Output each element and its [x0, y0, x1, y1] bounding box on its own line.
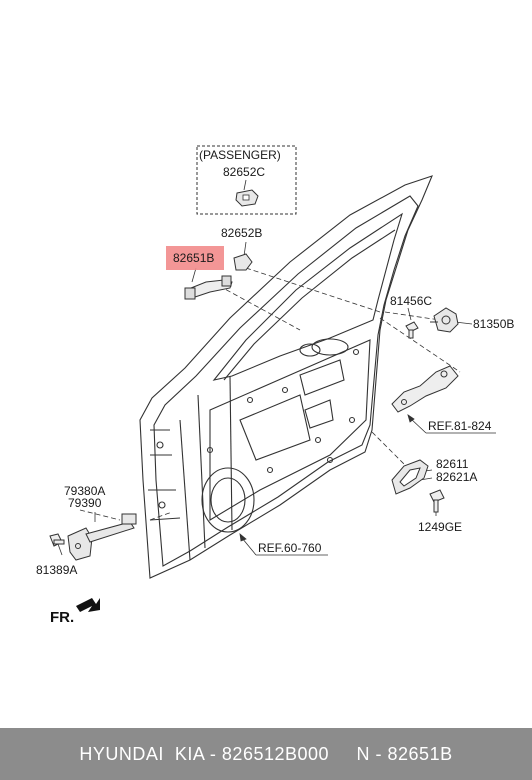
label-79390: 79390 [68, 496, 102, 510]
door-checker-79380A-part [67, 513, 137, 561]
door-panel [139, 175, 433, 579]
label-1249GE: 1249GE [418, 520, 462, 534]
striker-81350B-part [430, 307, 459, 333]
fr-label: FR. [50, 609, 74, 626]
outside-handle-82651B [184, 275, 233, 300]
bolt-81389A-part [49, 533, 65, 547]
passenger-title: (PASSENGER) [199, 148, 281, 162]
label-81389A: 81389A [36, 563, 77, 577]
leader-lines [57, 241, 496, 556]
label-82651B: 82651B [173, 251, 214, 265]
parts-diagram: (PASSENGER) 82652C [36, 145, 514, 626]
footer-bar: HYUNDAI KIA - 826512B000 N - 82651B [0, 728, 532, 780]
ref-81-824: REF.81-824 [428, 419, 492, 433]
footer-text: HYUNDAI KIA - 826512B000 N - 82651B [79, 743, 453, 764]
fr-arrow-icon [76, 598, 100, 612]
screw-81456C-part [405, 321, 419, 339]
highlight-82651B [166, 246, 224, 270]
label-79380A: 79380A [64, 484, 105, 498]
passenger-box: (PASSENGER) 82652C [196, 145, 297, 215]
label-82652B: 82652B [221, 226, 262, 240]
label-82621A: 82621A [436, 470, 477, 484]
screw-1249GE-part [429, 489, 445, 513]
clip-82652C-part [235, 189, 259, 207]
latch-81-824-part [391, 365, 459, 413]
label-82652C: 82652C [223, 165, 265, 179]
label-82611: 82611 [436, 457, 469, 471]
label-81350B: 81350B [473, 317, 514, 331]
inside-handle-82611-part [391, 459, 429, 495]
clip-82652B-part [233, 253, 253, 271]
label-81456C: 81456C [390, 294, 432, 308]
ref-60-760: REF.60-760 [258, 541, 322, 555]
